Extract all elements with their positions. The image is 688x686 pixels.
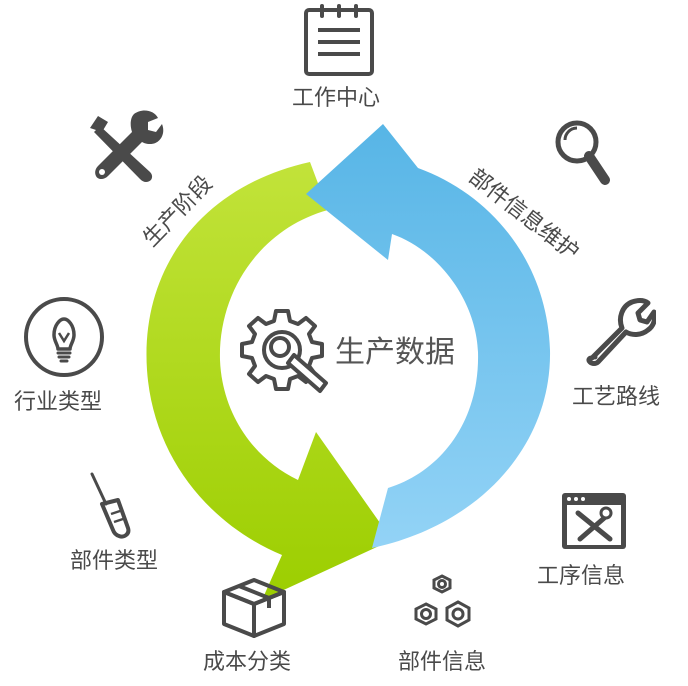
label-work-center: 工作中心 bbox=[292, 86, 381, 111]
label-part-type: 部件类型 bbox=[70, 549, 159, 574]
green-cycle-arrow bbox=[146, 162, 392, 600]
screwdriver-icon bbox=[90, 472, 131, 539]
lightbulb-icon bbox=[24, 297, 104, 377]
tools-window-icon bbox=[562, 493, 626, 549]
gear-wrench-icon bbox=[240, 309, 328, 393]
tools-crossed-icon bbox=[90, 110, 164, 182]
label-process-route: 工艺路线 bbox=[572, 385, 661, 410]
blue-cycle-arrow bbox=[306, 124, 551, 548]
hex-nuts-icon bbox=[414, 574, 471, 628]
label-industry-type: 行业类型 bbox=[14, 390, 103, 415]
box-icon bbox=[222, 578, 286, 638]
label-cost-category: 成本分类 bbox=[203, 650, 292, 675]
wrench-icon bbox=[586, 298, 656, 366]
notepad-icon bbox=[304, 4, 374, 76]
label-part-info: 部件信息 bbox=[398, 650, 487, 675]
center-title: 生产数据 bbox=[335, 335, 455, 370]
magnifier-icon bbox=[555, 120, 610, 185]
label-process-info: 工序信息 bbox=[537, 564, 626, 589]
